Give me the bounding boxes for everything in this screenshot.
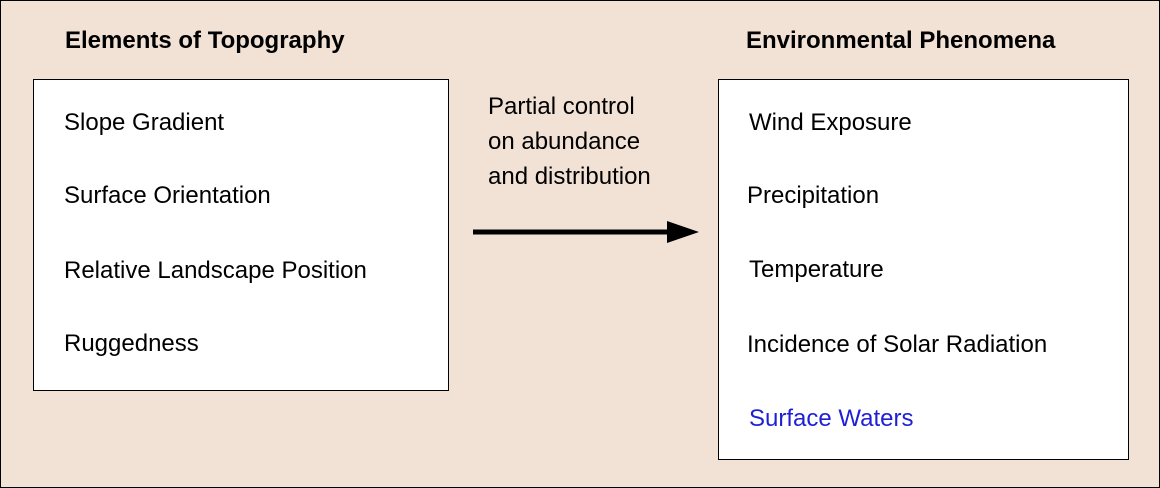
phenomena-item-solar-radiation: Incidence of Solar Radiation [747, 331, 1048, 358]
topography-heading: Elements of Topography [65, 27, 345, 54]
arrow-head [667, 221, 699, 243]
phenomena-heading: Environmental Phenomena [746, 27, 1056, 54]
right-arrow-icon [473, 221, 699, 243]
topography-item-ruggedness: Ruggedness [64, 330, 199, 357]
arrow-caption-line-2: on abundance [488, 128, 641, 155]
topography-item-landscape-position: Relative Landscape Position [64, 257, 367, 284]
phenomena-item-precipitation: Precipitation [747, 182, 880, 209]
phenomena-item-surface-waters: Surface Waters [749, 405, 914, 432]
arrow-caption: Partial control on abundance and distrib… [488, 89, 698, 194]
arrow-caption-line-3: and distribution [488, 163, 651, 190]
topography-box: Slope Gradient Surface Orientation Relat… [33, 79, 449, 391]
phenomena-item-temperature: Temperature [749, 256, 884, 283]
phenomena-box: Wind Exposure Precipitation Temperature … [718, 79, 1129, 460]
topography-item-slope-gradient: Slope Gradient [64, 109, 225, 136]
topography-item-surface-orientation: Surface Orientation [64, 182, 271, 209]
arrow-caption-line-1: Partial control [488, 93, 635, 120]
phenomena-item-wind-exposure: Wind Exposure [749, 109, 912, 136]
